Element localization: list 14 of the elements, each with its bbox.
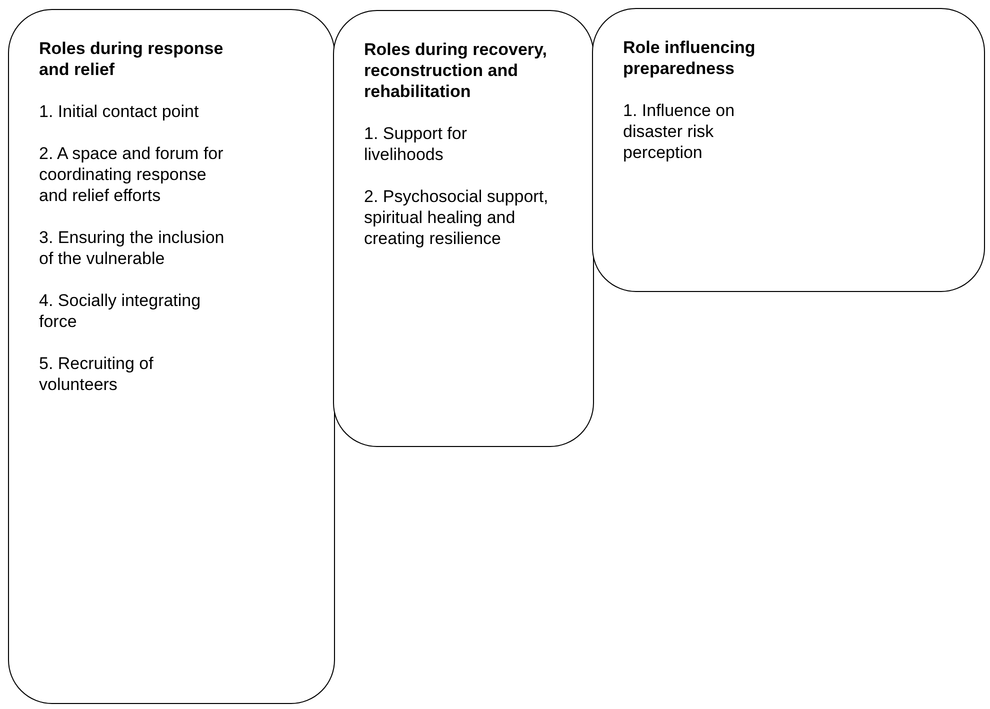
rounded-box [333,10,594,447]
rounded-box [8,9,335,704]
box-heading: Roles during response and relief [39,38,224,80]
list-item: 4. Socially integrating force [39,290,202,332]
list-item: 2. A space and forum for coordinating response and relief efforts [39,143,224,206]
box-heading: Roles during recovery, reconstruction and rehabilitation [364,39,548,102]
rounded-box [592,8,985,292]
list-item: 1. Influence on disaster risk perception [623,100,736,163]
list-item: 3. Ensuring the inclusion of the vulnerable [39,227,226,269]
list-item: 1. Initial contact point [39,101,200,122]
list-item: 1. Support for livelihoods [364,123,468,165]
list-item: 2. Psychosocial support, spiritual healing and creating resilience [364,186,549,249]
box-heading: Role influencing preparedness [623,37,756,79]
list-item: 5. Recruiting of volunteers [39,353,154,395]
